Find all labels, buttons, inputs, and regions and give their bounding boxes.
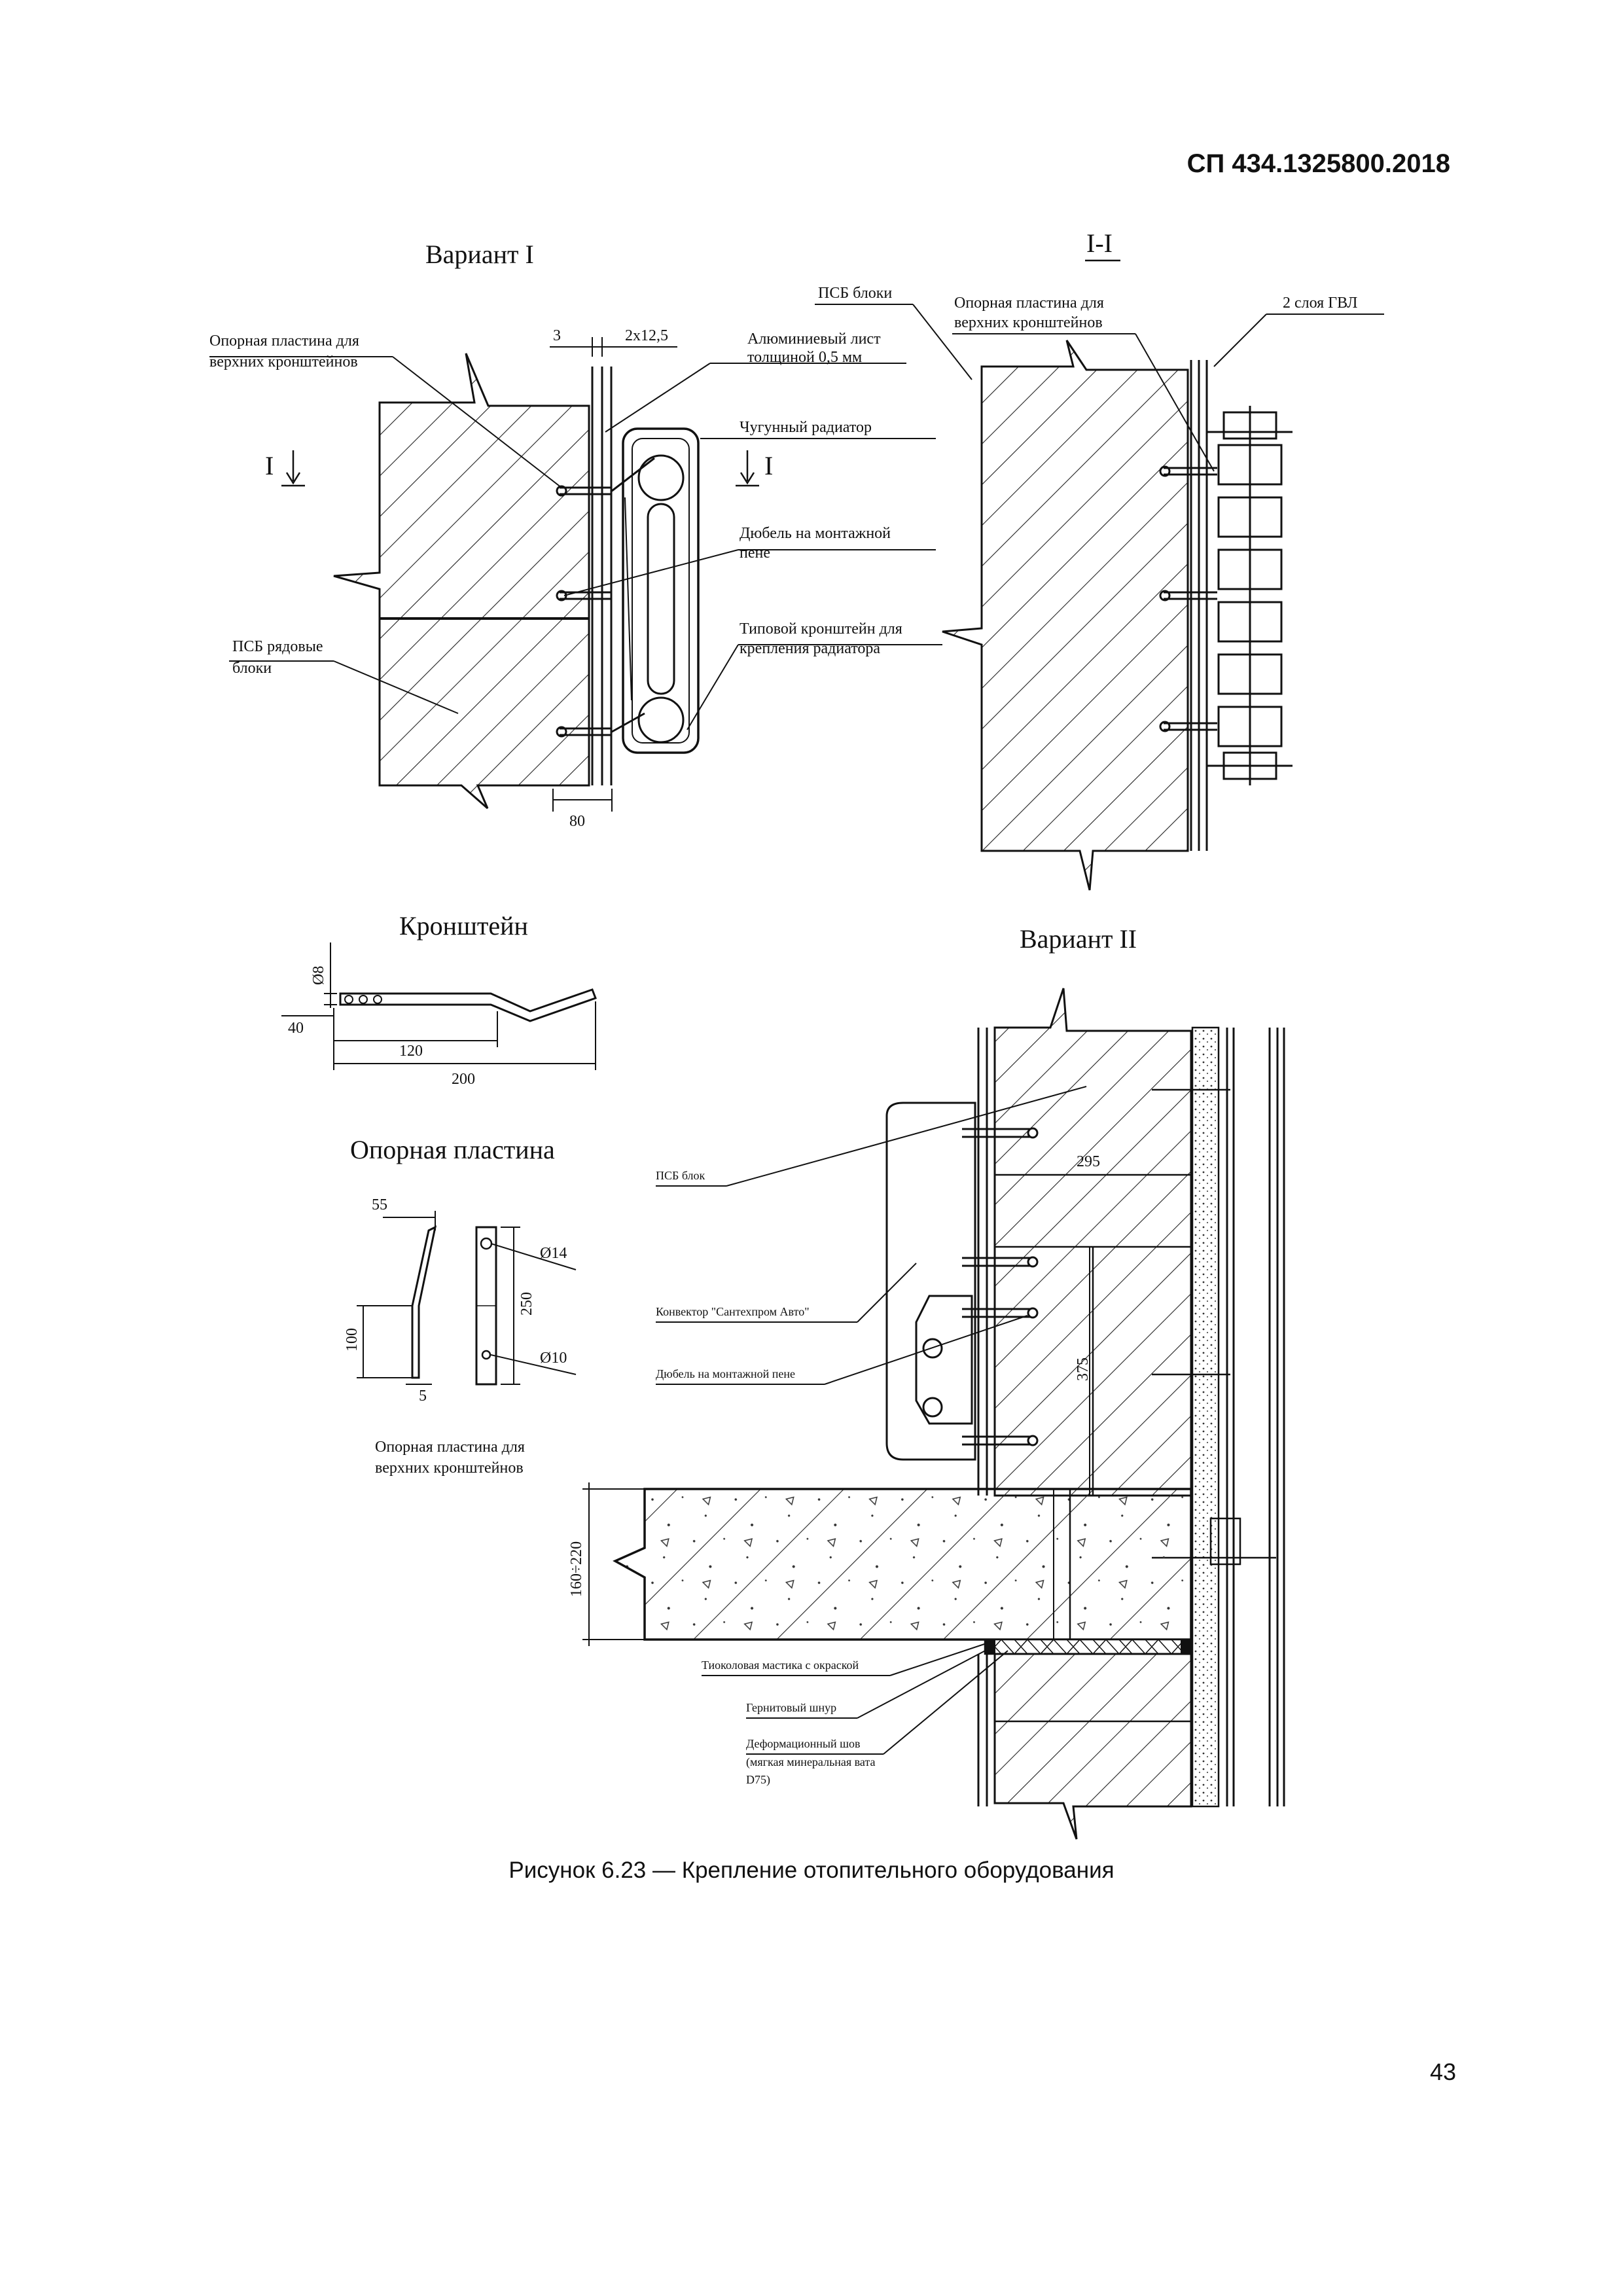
bracket-shape xyxy=(339,988,597,1022)
label-convector: Конвектор "Сантехпром Авто" xyxy=(656,1305,810,1318)
variant2-drawing: Вариант II xyxy=(568,924,1285,1840)
label-v2-psb-block: ПСБ блок xyxy=(656,1169,705,1182)
figure-caption: Рисунок 6.23 — Крепление отопительного о… xyxy=(508,1857,1115,1883)
dim-d5: 5 xyxy=(419,1388,427,1405)
label-radiator: Чугунный радиатор xyxy=(740,419,872,436)
dim-d250: 250 xyxy=(518,1292,535,1316)
dim-d10: Ø10 xyxy=(540,1350,567,1367)
cast-iron-radiator xyxy=(622,427,700,754)
dim-d8: Ø8 xyxy=(310,966,327,985)
section-wall xyxy=(942,340,1189,891)
label-support-plate-2: верхних кронштейнов xyxy=(209,353,358,370)
label-aluminum-1: Алюминиевый лист xyxy=(747,331,881,348)
dim-d40: 40 xyxy=(288,1020,304,1037)
facade-anchor xyxy=(1209,1517,1241,1566)
plate-title: Опорная пластина xyxy=(350,1135,555,1164)
radiator-side-view xyxy=(1207,406,1293,785)
v2-dowels xyxy=(962,1127,1039,1446)
bracket-title: Кронштейн xyxy=(399,911,528,941)
dim-d100: 100 xyxy=(344,1328,361,1352)
label-psb-blocks: ПСБ блоки xyxy=(818,285,892,302)
label-psb-row-2: блоки xyxy=(232,660,272,677)
radiator-brackets xyxy=(556,457,655,738)
label-gvl: 2 слоя ГВЛ xyxy=(1283,295,1357,312)
dim-80: 80 xyxy=(569,813,585,830)
plate-side-view xyxy=(411,1225,437,1379)
section-mark-left: I xyxy=(265,451,274,480)
bracket-drawing: Кронштейн Ø8 40 120 200 xyxy=(281,911,597,1088)
page-number: 43 xyxy=(1429,2058,1456,2085)
section-mark-right: I xyxy=(764,451,773,480)
plate-note-1: Опорная пластина для xyxy=(375,1439,525,1456)
dim-d375: 375 xyxy=(1075,1357,1092,1381)
concrete-slab xyxy=(613,1488,1192,1641)
variant2-title: Вариант II xyxy=(1020,924,1137,954)
label-bracket-2: крепления радиатора xyxy=(740,640,880,657)
section-drawing: I-I xyxy=(815,228,1384,891)
label-dowel-1: Дюбель на монтажной xyxy=(740,525,891,542)
convector xyxy=(885,1102,976,1461)
document-code: СП 434.1325800.2018 xyxy=(1186,149,1450,178)
dim-d295: 295 xyxy=(1077,1153,1100,1170)
dim-d200: 200 xyxy=(452,1071,475,1088)
label-mastic: Тиоколовая мастика с окраской xyxy=(702,1659,859,1672)
label-bracket-1: Типовой кронштейн для xyxy=(740,620,902,637)
label-section-plate-2: верхних кронштейнов xyxy=(954,314,1103,331)
psb-wall xyxy=(333,353,590,810)
label-joint-1: Деформационный шов xyxy=(746,1737,860,1750)
label-aluminum-2: толщиной 0,5 мм xyxy=(747,349,862,366)
label-gernit: Гернитовый шнур xyxy=(746,1701,836,1714)
v2-psb-wall-lower xyxy=(993,1653,1192,1840)
label-joint-3: D75) xyxy=(746,1773,770,1787)
label-joint-2: (мягкая минеральная вата xyxy=(746,1755,876,1769)
dim-3: 3 xyxy=(553,327,561,344)
section-title: I-I xyxy=(1086,228,1113,258)
label-dowel-2: пене xyxy=(740,545,770,562)
dim-layers: 2х12,5 xyxy=(625,327,668,344)
dim-d160-220: 160÷220 xyxy=(568,1541,585,1597)
plate-drawing: Опорная пластина 55 100 5 xyxy=(344,1135,577,1477)
dim-d120: 120 xyxy=(399,1043,423,1060)
label-support-plate-1: Опорная пластина для xyxy=(209,332,359,350)
variant1-title: Вариант I xyxy=(425,240,534,269)
label-v2-dowel: Дюбель на монтажной пене xyxy=(656,1367,795,1380)
label-section-plate-1: Опорная пластина для xyxy=(954,295,1104,312)
dim-d14: Ø14 xyxy=(540,1245,567,1262)
insulation-layer xyxy=(1191,1026,1220,1808)
plate-note-2: верхних кронштейнов xyxy=(375,1460,524,1477)
variant1-drawing: Вариант I xyxy=(209,240,942,830)
label-psb-row-1: ПСБ рядовые xyxy=(232,638,323,655)
dim-d55: 55 xyxy=(372,1196,387,1213)
